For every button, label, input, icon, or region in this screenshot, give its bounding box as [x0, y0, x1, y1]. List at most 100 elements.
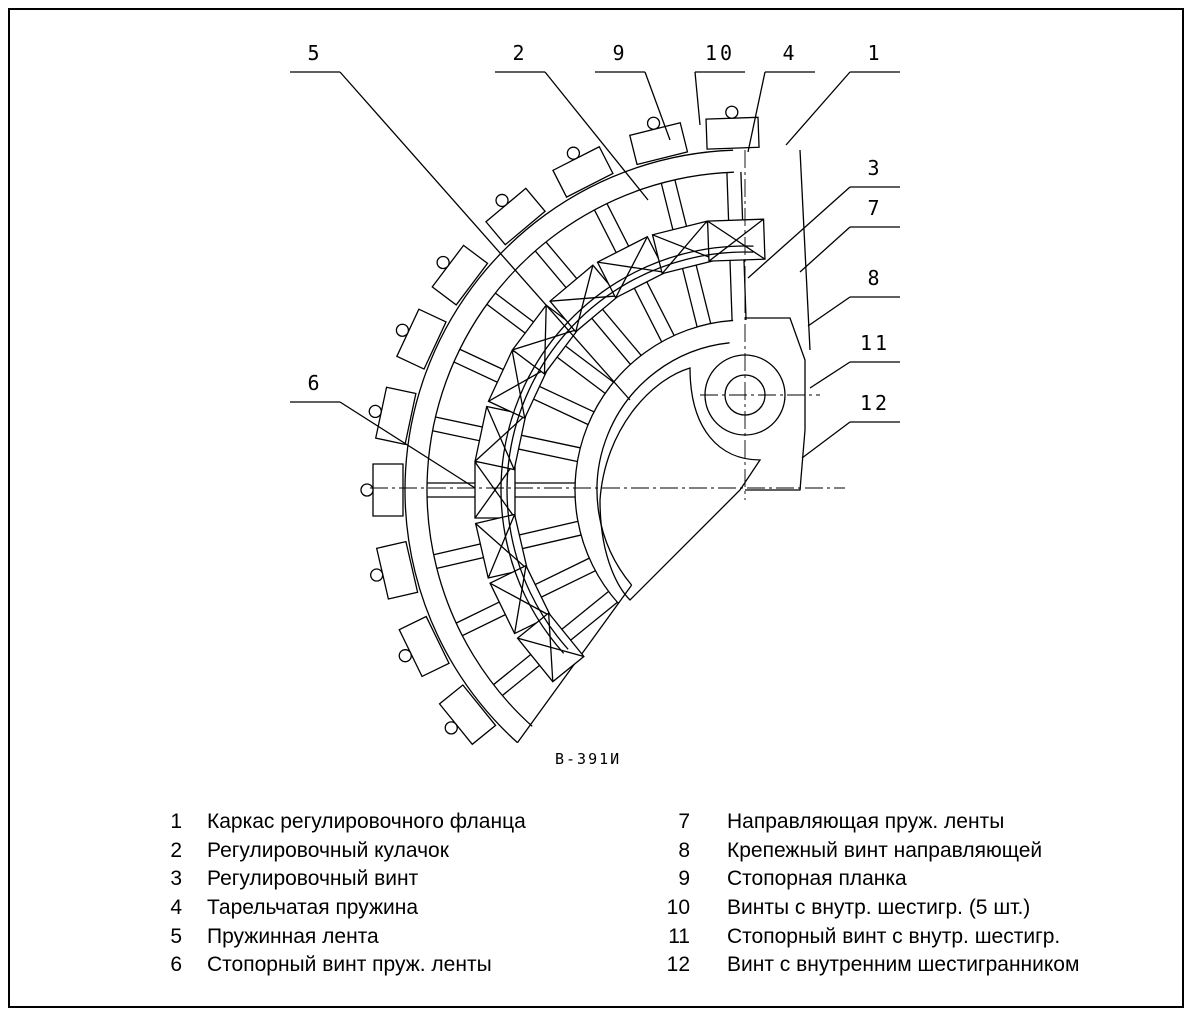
legend-item: 3 Регулировочный винт: [160, 865, 526, 894]
legend-label: Крепежный винт направляющей: [727, 838, 1043, 862]
cam-cross: [512, 328, 579, 351]
flange-segment: [374, 386, 417, 446]
right-bracket: [745, 317, 806, 491]
segment-screw: [436, 255, 450, 270]
cam-cross: [547, 612, 554, 682]
callout-leader: [544, 71, 649, 201]
legend-item: 8 Крепежный винт направляющей: [658, 837, 1079, 866]
legend-number: 1: [170, 810, 182, 834]
legend-label: Стопорный винт пруж. ленты: [207, 953, 492, 977]
legend-label: Винт с внутренним шестигранником: [727, 953, 1080, 977]
legend-item: 1 Каркас регулировочного фланца: [160, 808, 526, 837]
callout-leader: [809, 361, 851, 389]
callout-label: 11: [860, 331, 890, 355]
cam-cross: [652, 234, 717, 261]
legend-item: 11 Стопорный винт с внутр. шестигр.: [658, 922, 1079, 951]
flange-outer-arc: [404, 149, 734, 744]
legend-number: 10: [666, 896, 690, 920]
segment-screw: [444, 721, 458, 735]
callout-label: 8: [867, 266, 882, 290]
flange-segment: [375, 540, 419, 600]
cam-cross: [474, 414, 527, 462]
legend-label: Пружинная лента: [207, 924, 379, 948]
legend-item: 12 Винт с внутренним шестигранником: [658, 951, 1080, 980]
drawing-code: В-391И: [555, 750, 621, 768]
flange-segment: [552, 145, 614, 198]
legend-item: 6 Стопорный винт пруж. ленты: [160, 951, 526, 980]
legend-number: 11: [668, 924, 690, 948]
callout-label: 4: [782, 41, 797, 65]
mechanical-drawing: 5 2 9 10 4 1 3 7 8 11 12 6В-391И: [290, 41, 900, 768]
callout-label: 2: [512, 41, 527, 65]
legend-right-column: 7 Направляющая пруж. ленты 8 Крепежный вин…: [658, 808, 1080, 980]
callout-label: 10: [705, 41, 735, 65]
legend-number: 9: [678, 867, 690, 891]
legend-item: 4 Тарельчатая пружина: [160, 894, 526, 923]
legend-number: 3: [170, 867, 182, 891]
legend-label: Стопорный винт с внутр. шестигр.: [727, 924, 1061, 948]
segment-screw: [646, 116, 661, 130]
segment-screw: [370, 568, 384, 582]
cam-cross: [474, 461, 516, 519]
legend-number: 4: [170, 896, 182, 920]
flange-inner-arc: [426, 171, 734, 727]
spring-band-arc: [506, 251, 754, 650]
segment-screw: [495, 193, 509, 208]
callout-leader: [747, 71, 766, 153]
legend-label: Направляющая пруж. ленты: [727, 810, 1005, 834]
flange-segment: [398, 615, 450, 678]
segment-screw: [368, 404, 382, 419]
callout-leader: [694, 71, 701, 126]
callout-leader: [339, 71, 631, 401]
callout-leader: [799, 226, 851, 273]
cam-cross: [513, 565, 527, 634]
legend-label: Тарельчатая пружина: [207, 896, 419, 920]
callout-label: 5: [307, 41, 322, 65]
callout-leader: [785, 71, 851, 146]
segment-screw: [398, 649, 412, 663]
legend-label: Каркас регулировочного фланца: [207, 810, 526, 834]
legend-label: Регулировочный винт: [207, 867, 419, 891]
callout-label: 9: [612, 41, 627, 65]
callout-label: 7: [867, 196, 882, 220]
hub-cutout: [599, 367, 762, 601]
hub-inner-arc: [596, 342, 730, 586]
callout-label: 12: [860, 391, 890, 415]
legend-item: 5 Пружинная лента: [160, 922, 526, 951]
callout-label: 1: [867, 41, 882, 65]
flange-segment: [438, 684, 497, 746]
callout-leader: [339, 401, 476, 489]
segment-screw: [725, 105, 739, 119]
legend-label: Регулировочный кулачок: [207, 838, 449, 862]
legend-number: 5: [170, 924, 182, 948]
segment-screw: [360, 483, 374, 497]
flange-segment: [628, 121, 689, 166]
flange-segment: [705, 116, 760, 150]
legend-number: 8: [678, 838, 690, 862]
hub-outer-arc: [574, 319, 734, 605]
legend-item: 10 Винты с внутр. шестигр. (5 шт.): [658, 894, 1079, 923]
legend-number: 6: [170, 953, 182, 977]
callout-leader: [801, 421, 851, 459]
legend-number: 7: [678, 810, 690, 834]
cam-cross: [597, 261, 666, 273]
callout-label: 3: [867, 156, 882, 180]
spring-band-arc: [500, 245, 754, 654]
cam-cross: [707, 220, 766, 260]
flange-segment: [431, 244, 489, 306]
legend-item: 7 Направляющая пруж. ленты: [658, 808, 1079, 837]
segment-screw: [566, 146, 581, 160]
flange-segment: [372, 463, 404, 517]
legend-label: Винты с внутр. шестигр. (5 шт.): [727, 896, 1031, 920]
callout-leader: [807, 296, 851, 327]
callout-leader: [644, 71, 671, 141]
callout-leader: [747, 186, 851, 279]
flange-segment: [396, 308, 447, 370]
spring-guide: [799, 149, 811, 351]
callout-label: 6: [307, 371, 322, 395]
flange-segment: [485, 187, 546, 246]
legend-number: 12: [666, 953, 690, 977]
